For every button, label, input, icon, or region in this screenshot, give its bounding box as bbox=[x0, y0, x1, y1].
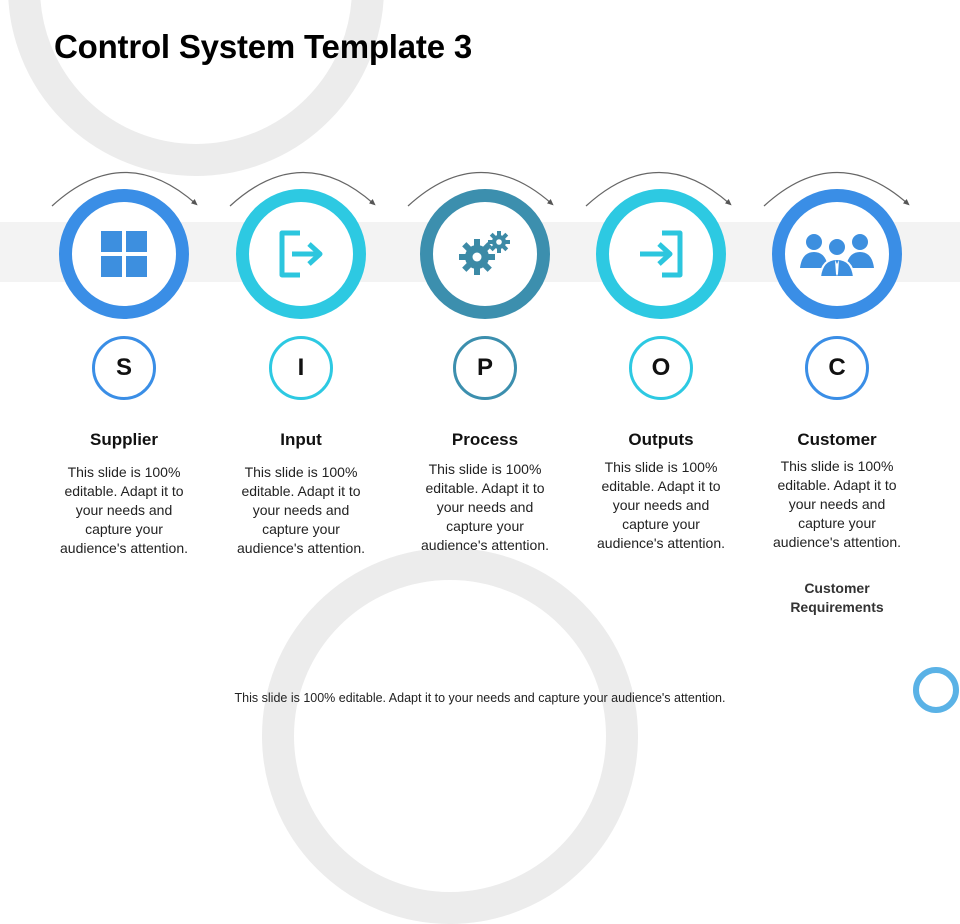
page-title: Control System Template 3 bbox=[54, 28, 472, 65]
customer-letter-badge: C bbox=[805, 336, 869, 400]
step-process: P Process This slide is 100%editable. Ad… bbox=[395, 0, 575, 720]
step-outputs: O Outputs This slide is 100%editable. Ad… bbox=[571, 0, 751, 720]
input-letter-badge: I bbox=[269, 336, 333, 400]
outputs-letter-badge: O bbox=[629, 336, 693, 400]
input-heading: Input bbox=[280, 430, 322, 449]
supplier-heading: Supplier bbox=[89, 430, 158, 449]
step-supplier: S Supplier This slide is 100%editable. A… bbox=[34, 0, 214, 720]
flow-arrow-2 bbox=[229, 171, 376, 207]
sign-out-icon bbox=[279, 230, 323, 278]
customer-heading: Customer bbox=[797, 430, 877, 449]
process-icon-circle bbox=[420, 189, 550, 319]
supplier-letter-badge: S bbox=[92, 336, 156, 400]
flow-arrow-3 bbox=[407, 171, 554, 207]
footer-note: This slide is 100% editable. Adapt it to… bbox=[234, 691, 726, 705]
supplier-icon-circle bbox=[59, 189, 189, 319]
outputs-heading: Outputs bbox=[628, 430, 694, 449]
customer-icon-circle bbox=[772, 189, 902, 319]
step-customer: C Customer This slide is 100%editable. A… bbox=[747, 0, 927, 720]
step-input: I Input This slide is 100%editable. Adap… bbox=[211, 0, 391, 720]
outputs-icon-circle bbox=[596, 189, 726, 319]
sign-in-icon bbox=[640, 230, 683, 278]
process-letter-badge: P bbox=[453, 336, 517, 400]
input-icon-circle bbox=[236, 189, 366, 319]
flow-arrow-5 bbox=[763, 171, 910, 207]
flow-arrow-1 bbox=[51, 171, 198, 207]
flow-arrows bbox=[51, 171, 910, 207]
grid-icon bbox=[101, 231, 147, 277]
users-icon bbox=[800, 234, 874, 278]
gears-icon bbox=[459, 231, 510, 275]
flow-arrow-4 bbox=[585, 171, 732, 207]
process-heading: Process bbox=[451, 430, 519, 449]
corner-ring-decoration bbox=[913, 667, 959, 713]
